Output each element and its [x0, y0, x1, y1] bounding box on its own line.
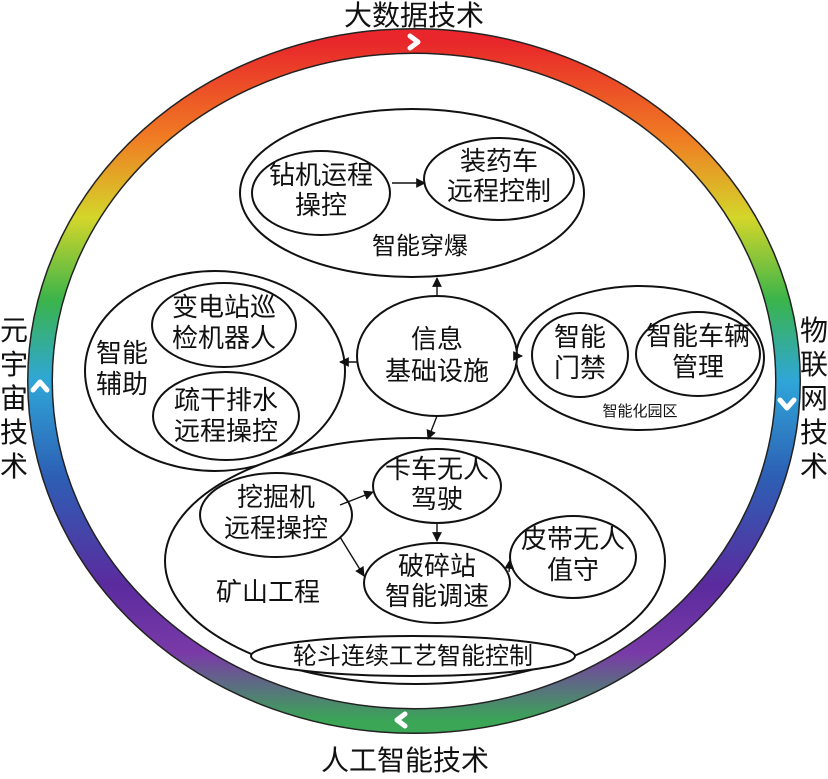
svg-text:技: 技: [800, 416, 828, 449]
charger-node: 装药车: [460, 147, 538, 177]
wheel-node: 轮斗连续工艺智能控制: [293, 642, 533, 670]
ring-label-right: 物 联 网 技 术: [800, 314, 828, 483]
crusher-node-line2: 智能调速: [385, 582, 489, 612]
svg-text:宇: 宇: [0, 348, 28, 381]
arrow-center-to-mining: [426, 415, 438, 440]
ring-chevron-bottom-icon: [394, 711, 408, 729]
center-node: 信息 基础设施: [356, 295, 518, 417]
vehicle-node: 智能车辆: [646, 322, 750, 352]
ring-chevron-left-icon: [30, 379, 50, 393]
svg-text:元: 元: [0, 314, 28, 347]
vehicle-node-line2: 管理: [672, 353, 724, 383]
park-label: 智能化园区: [602, 402, 677, 420]
truck-node-line2: 驾驶: [411, 485, 463, 515]
excavator-node-line2: 远程操控: [224, 514, 328, 544]
park-group: 智能 门禁 智能车辆 管理 智能化园区: [515, 285, 765, 431]
svg-text:宙: 宙: [0, 382, 28, 415]
gate-node-line2: 门禁: [554, 354, 606, 384]
svg-text:联: 联: [800, 348, 828, 381]
drainage-node: 疏干排水: [174, 386, 278, 416]
ring-chevron-right-icon: [777, 397, 797, 411]
svg-text:术: 术: [800, 450, 828, 483]
auxiliary-label-line2: 辅助: [96, 370, 148, 400]
mining-label: 矿山工程: [216, 578, 320, 608]
svg-text:技: 技: [0, 416, 28, 449]
blasting-group: 钻机运程 操控 装药车 远程控制 智能穿爆: [239, 108, 585, 278]
truck-node: 卡车无人: [385, 455, 489, 485]
excavator-node: 挖掘机: [237, 483, 315, 513]
auxiliary-group: 智能 辅助 变电站巡 检机器人 疏干排水 远程操控: [84, 270, 346, 472]
mining-group: 挖掘机 远程操控 卡车无人 驾驶 破碎站 智能调速 皮带无人 值守 矿山工程 轮…: [164, 437, 666, 685]
auxiliary-label: 智能: [96, 339, 148, 369]
svg-text:网: 网: [800, 382, 828, 415]
ring-label-left: 元 宇 宙 技 术: [0, 314, 28, 483]
charger-node-line2: 远程控制: [447, 177, 551, 207]
blasting-label: 智能穿爆: [372, 232, 468, 260]
belt-node-line2: 值守: [547, 556, 599, 586]
belt-node: 皮带无人: [521, 525, 625, 555]
ring-chevron-top-icon: [407, 33, 421, 51]
svg-text:物: 物: [800, 314, 828, 347]
ring-label-bottom: 人工智能技术: [321, 744, 489, 777]
svg-text:术: 术: [0, 450, 28, 483]
substation-node: 变电站巡: [172, 293, 276, 323]
gate-node: 智能: [554, 323, 606, 353]
center-line1: 信息: [411, 325, 463, 355]
crusher-node: 破碎站: [398, 552, 476, 582]
substation-node-line2: 检机器人: [172, 324, 276, 354]
drill-node-line2: 操控: [295, 191, 347, 221]
center-line2: 基础设施: [385, 357, 489, 387]
drill-node: 钻机运程: [269, 161, 373, 191]
drainage-node-line2: 远程操控: [174, 417, 278, 447]
ring-label-top: 大数据技术: [344, 0, 484, 32]
